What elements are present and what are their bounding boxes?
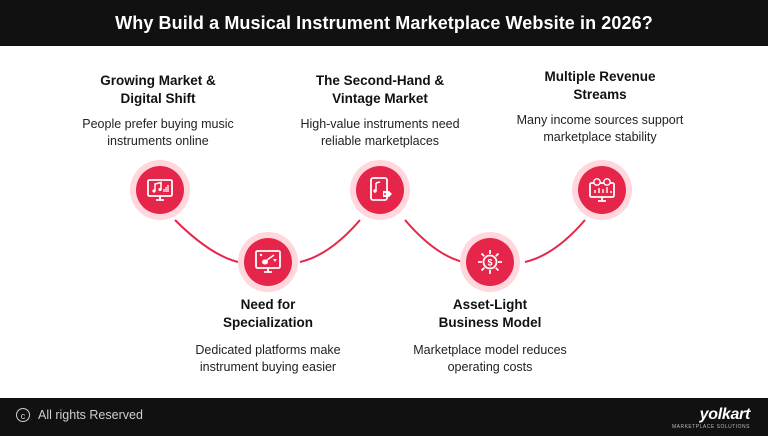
svg-text:$: $ (487, 258, 492, 268)
brand-logo: yolkart (699, 406, 751, 423)
item-asset-light: Asset-Light Business Model Marketplace m… (390, 296, 590, 376)
item-desc: Many income sources support marketplace … (516, 113, 684, 144)
item-title: The Second-Hand & Vintage Market (315, 73, 445, 106)
page-header: Why Build a Musical Instrument Marketpla… (0, 0, 768, 46)
item-specialization: Need for Specialization Dedicated platfo… (168, 296, 368, 376)
revenue-monitor-icon (589, 178, 615, 202)
item-desc: Dedicated platforms make instrument buyi… (195, 343, 341, 374)
item-growing-market: Growing Market & Digital Shift People pr… (58, 72, 258, 150)
tablet-price-icon (370, 177, 392, 201)
item-desc: High-value instruments need reliable mar… (300, 117, 460, 148)
item-title: Asset-Light Business Model (438, 297, 542, 330)
copyright: c All rights Reserved (16, 408, 143, 422)
monitor-music-icon (147, 179, 173, 201)
item-desc: Marketplace model reduces operating cost… (413, 343, 567, 374)
node-growing-market (130, 160, 190, 220)
item-desc: People prefer buying music instruments o… (82, 117, 234, 148)
item-title: Need for Specialization (222, 297, 314, 330)
node-specialization (238, 232, 298, 292)
item-revenue-streams: Multiple Revenue Streams Many income sou… (500, 68, 700, 146)
item-title: Multiple Revenue Streams (544, 69, 656, 102)
copyright-icon: c (16, 408, 30, 422)
gear-dollar-icon: $ (478, 250, 502, 274)
node-asset-light: $ (460, 232, 520, 292)
screen-guitar-icon (255, 250, 281, 273)
node-revenue-streams (572, 160, 632, 220)
node-second-hand (350, 160, 410, 220)
brand-tagline: MARKETPLACE SOLUTIONS (671, 424, 750, 430)
copyright-text: All rights Reserved (38, 408, 143, 422)
item-second-hand: The Second-Hand & Vintage Market High-va… (280, 72, 480, 150)
page-footer: c All rights Reserved yolkart MARKETPLAC… (0, 398, 768, 436)
item-title: Growing Market & Digital Shift (100, 73, 216, 106)
page-title: Why Build a Musical Instrument Marketpla… (115, 12, 653, 33)
